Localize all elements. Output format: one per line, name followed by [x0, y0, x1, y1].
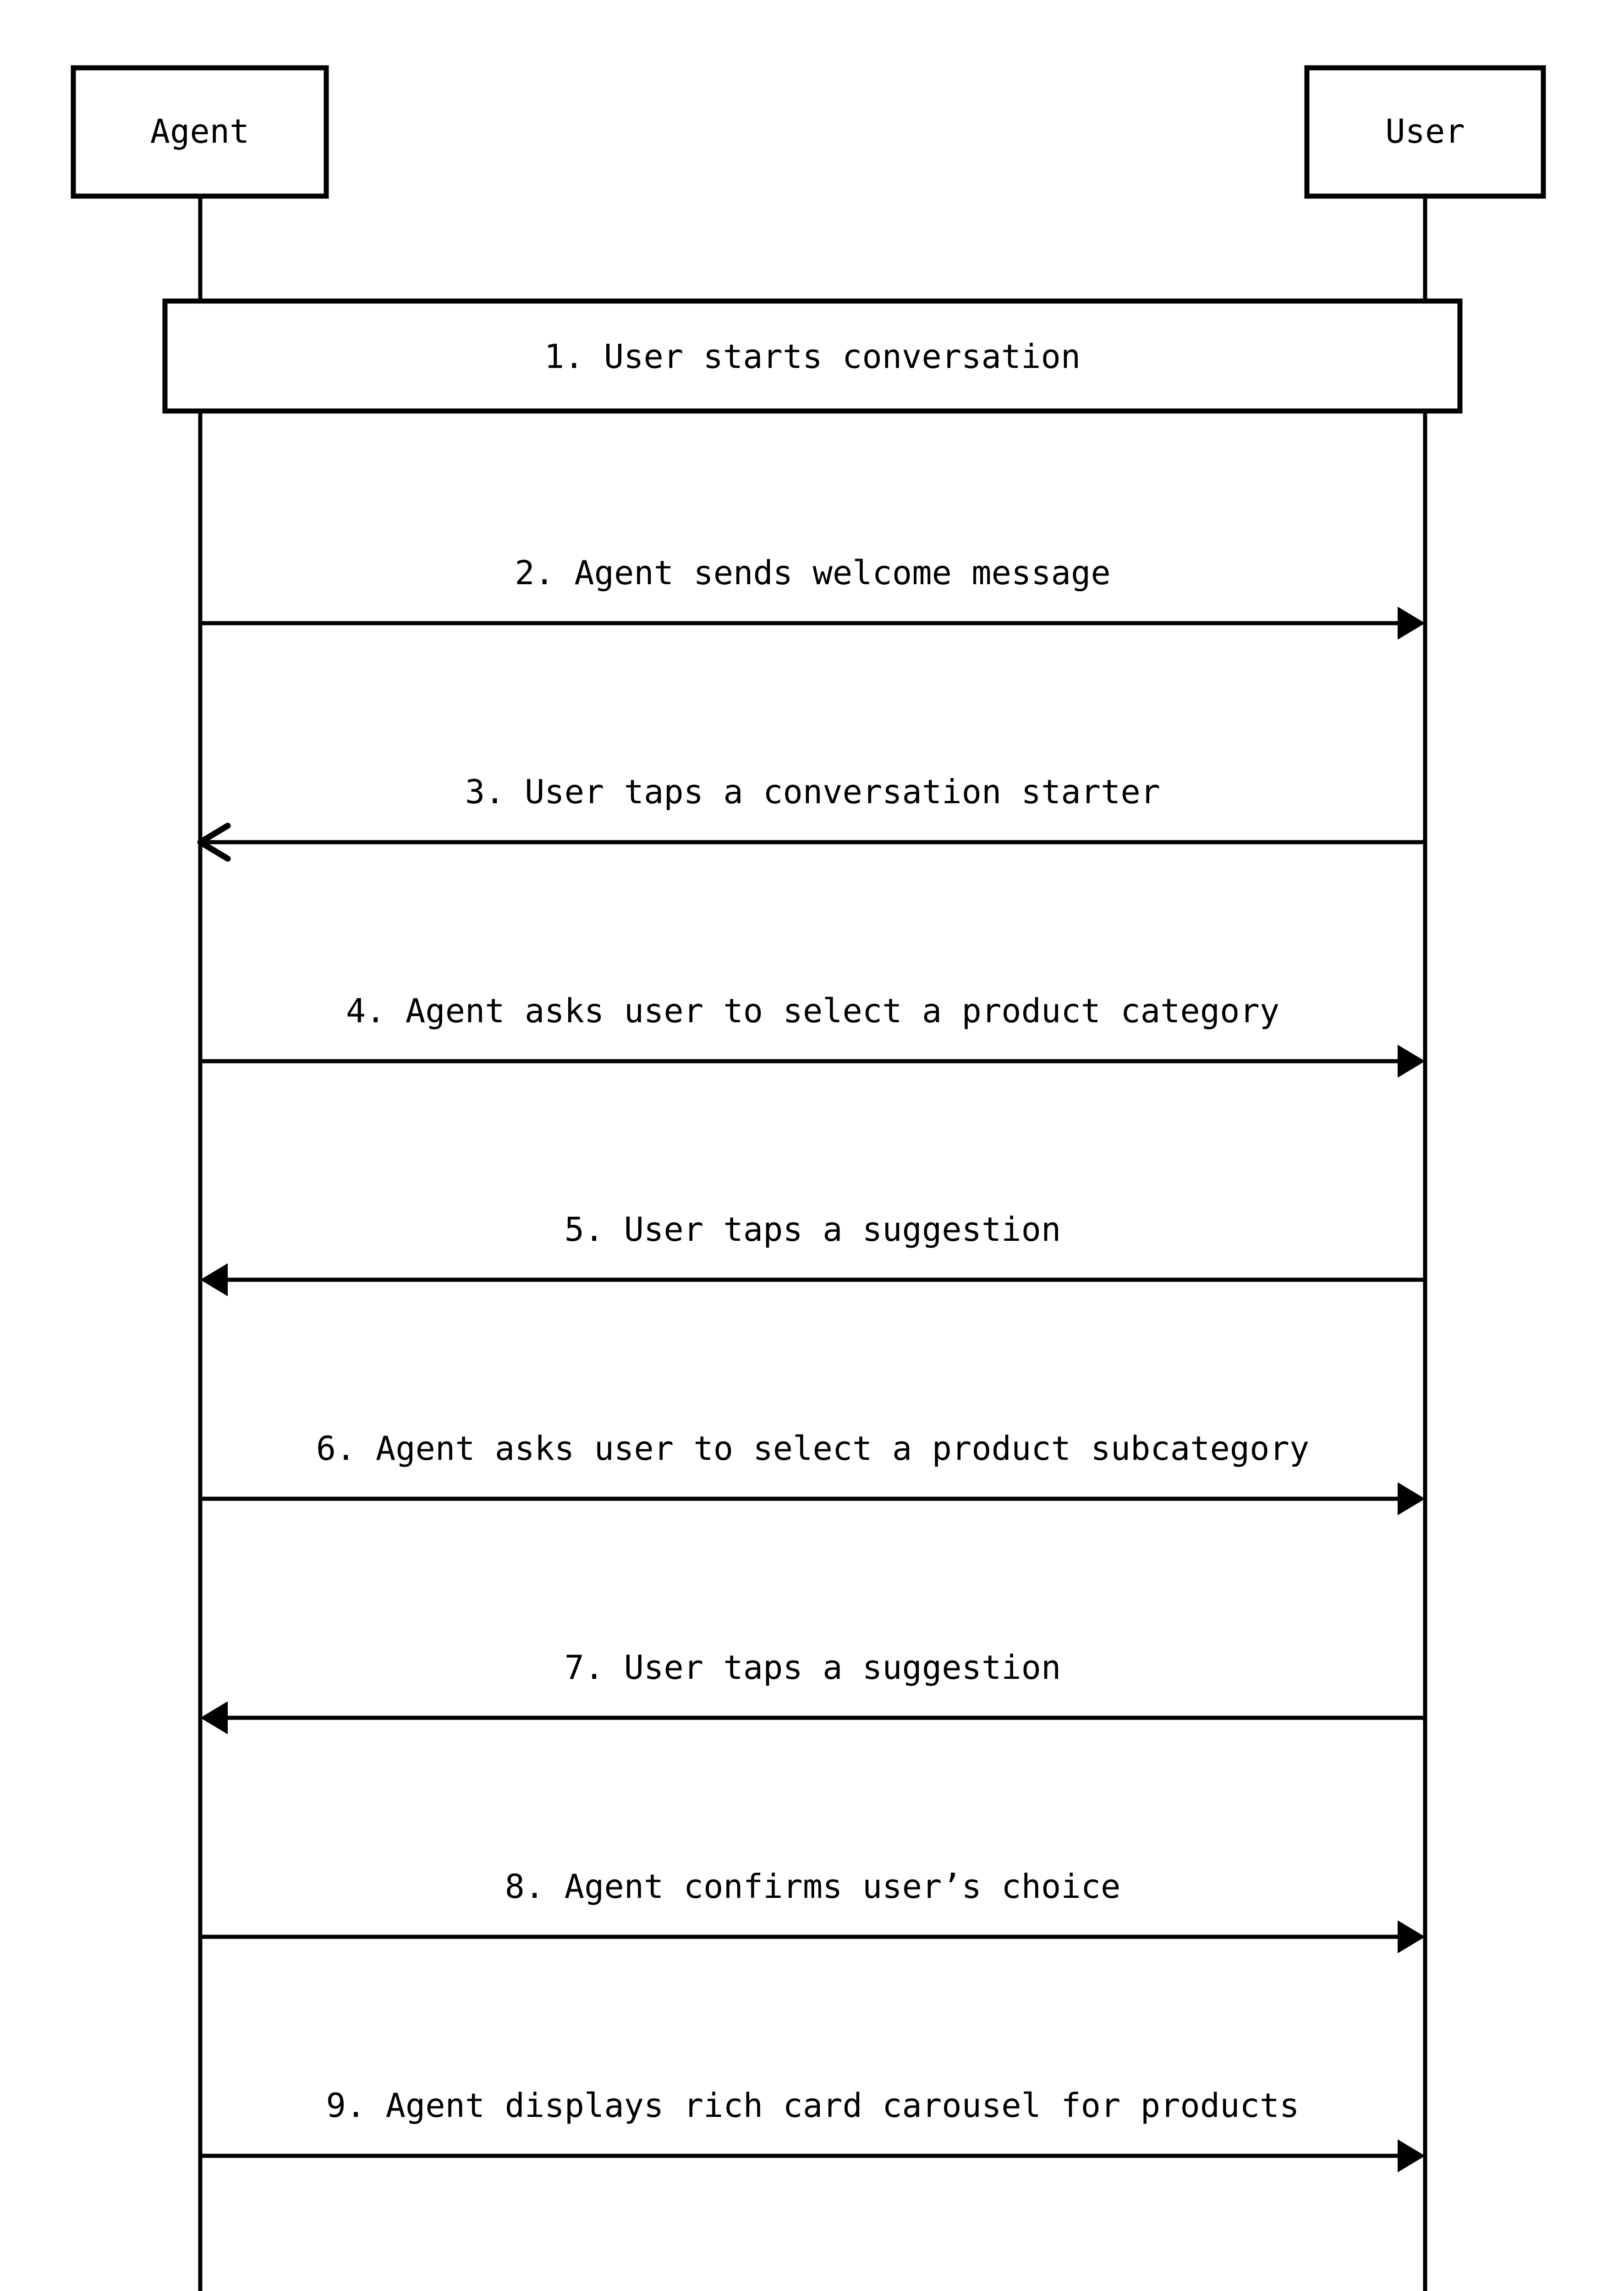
message-label-8: 8. Agent confirms user’s choice [505, 1867, 1121, 1906]
message-arrowhead-8 [1398, 1920, 1425, 1953]
actor-agent-top[interactable]: Agent [71, 65, 329, 199]
message-3[interactable]: 3. User taps a conversation starter [197, 773, 1425, 862]
message-label-3: 3. User taps a conversation starter [465, 773, 1160, 811]
message-label-7: 7. User taps a suggestion [565, 1648, 1061, 1687]
message-label-6: 6. Agent asks user to select a product s… [316, 1429, 1309, 1468]
actors-layer: AgentAgentUserUser [71, 65, 1546, 199]
message-4[interactable]: 4. Agent asks user to select a product c… [200, 992, 1425, 1078]
message-label-2: 2. Agent sends welcome message [515, 554, 1110, 592]
message-2[interactable]: 2. Agent sends welcome message [200, 554, 1425, 640]
note-1: 1. User starts conversation [162, 298, 1463, 414]
message-7[interactable]: 7. User taps a suggestion [200, 1648, 1425, 1734]
message-8[interactable]: 8. Agent confirms user’s choice [200, 1867, 1425, 1953]
note-box-1 [162, 298, 1463, 414]
message-label-5: 5. User taps a suggestion [565, 1210, 1061, 1249]
message-arrowhead-4 [1398, 1045, 1425, 1078]
message-9[interactable]: 9. Agent displays rich card carousel for… [200, 2086, 1425, 2172]
message-label-9: 9. Agent displays rich card carousel for… [326, 2086, 1299, 2125]
message-5[interactable]: 5. User taps a suggestion [200, 1210, 1425, 1296]
note-label-1: 1. User starts conversation [544, 337, 1081, 376]
notes-layer: 1. User starts conversation [162, 298, 1463, 414]
message-arrowhead-3 [197, 822, 231, 862]
actor-box-user-top [1304, 65, 1546, 199]
actor-user-top[interactable]: User [1304, 65, 1546, 199]
message-arrowhead-5 [200, 1263, 228, 1296]
message-arrowhead-6 [1398, 1482, 1425, 1515]
actor-label-user-top: User [1385, 112, 1465, 151]
message-6[interactable]: 6. Agent asks user to select a product s… [200, 1429, 1425, 1515]
message-arrowhead-9 [1398, 2139, 1425, 2172]
message-label-4: 4. Agent asks user to select a product c… [346, 992, 1279, 1030]
message-arrowhead-7 [200, 1701, 228, 1734]
actor-label-agent-top: Agent [150, 112, 250, 151]
messages-layer: 2. Agent sends welcome message 3. User ta… [197, 554, 1425, 2172]
lifelines-layer [198, 196, 1427, 2291]
message-arrowhead-2 [1398, 607, 1425, 640]
actor-box-agent-top [71, 65, 329, 199]
